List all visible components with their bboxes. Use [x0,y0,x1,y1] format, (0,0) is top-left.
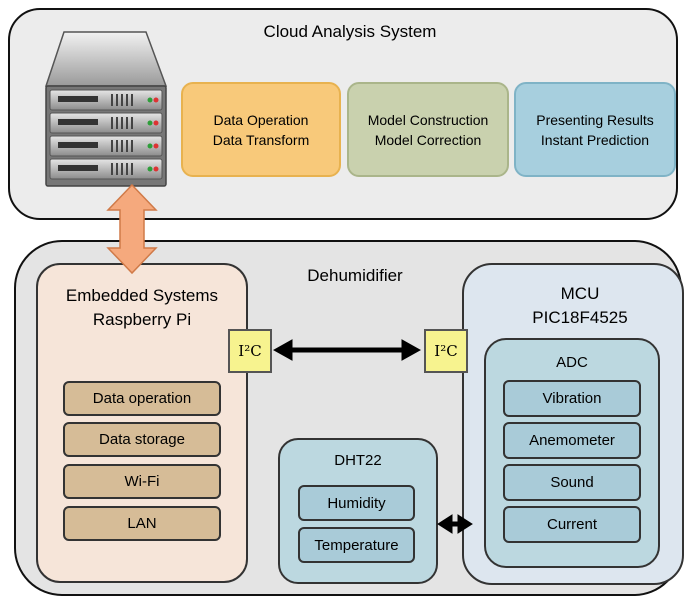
pic-model-label: PIC18F4525 [532,308,628,327]
model-construction-box: Model Construction Model Correction [347,82,509,177]
wifi-item: Wi-Fi [63,464,221,499]
raspberry-pi-label: Raspberry Pi [92,310,192,329]
model-construction-label: Model Construction [367,111,489,128]
mcu-title: MCU PIC18F4525 [480,282,680,330]
vibration-item: Vibration [503,380,641,417]
i2c-link-arrow [272,339,422,361]
dht22-title: DHT22 [334,452,382,469]
i2c-left-box: I²C [228,329,272,373]
dehumidifier-title: Dehumidifier [307,266,403,285]
presenting-results-label: Presenting Results [536,111,654,128]
instant-prediction-label: Instant Prediction [540,131,650,148]
data-operation-item: Data operation [63,381,221,416]
lan-item: LAN [63,506,221,541]
data-operation-box: Data Operation Data Transform [181,82,341,177]
data-transform-label: Data Transform [212,131,310,148]
mcu-label: MCU [560,284,600,303]
humidity-item: Humidity [298,485,415,521]
model-correction-label: Model Correction [374,131,482,148]
current-item: Current [503,506,641,543]
data-storage-item: Data storage [63,422,221,457]
cloud-title: Cloud Analysis System [263,22,437,41]
presenting-results-box: Presenting Results Instant Prediction [514,82,676,177]
embedded-systems-title: Embedded Systems Raspberry Pi [40,284,244,332]
sound-item: Sound [503,464,641,501]
server-icon [44,31,168,187]
temperature-item: Temperature [298,527,415,563]
embedded-systems-label: Embedded Systems [65,286,219,305]
data-operation-label: Data Operation [213,111,309,128]
i2c-right-box: I²C [424,329,468,373]
dht-mcu-link-arrow [437,514,473,534]
adc-title: ADC [556,354,588,371]
cloud-link-arrow [106,183,158,275]
anemometer-item: Anemometer [503,422,641,459]
